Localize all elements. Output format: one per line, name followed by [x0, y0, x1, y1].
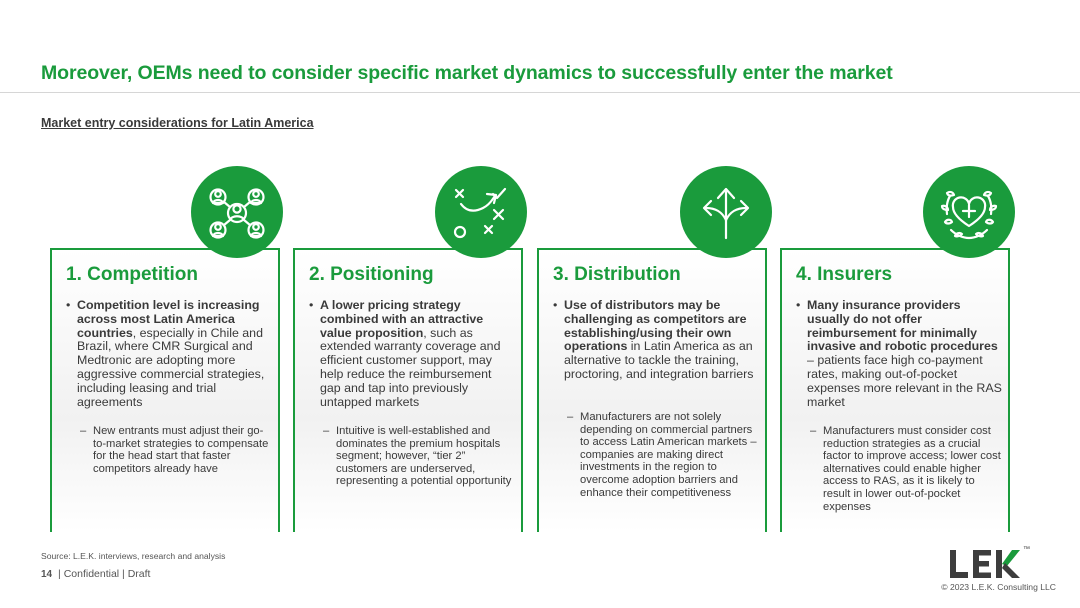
card-title: 1. Competition: [66, 264, 198, 285]
page-title: Moreover, OEMs need to consider specific…: [41, 62, 893, 84]
card-bullet: Many insurance providers usually do not …: [796, 298, 1002, 409]
lek-logo: ™: [950, 546, 1035, 580]
card-insurers: 4. Insurers Many insurance providers usu…: [780, 248, 1010, 532]
bullet-bold-text: Many insurance providers usually do not …: [807, 298, 998, 354]
heart-laurel-icon: [923, 166, 1015, 258]
page-subtitle: Market entry considerations for Latin Am…: [41, 116, 314, 130]
page-number: 14: [41, 569, 53, 580]
diverging-arrows-icon: [680, 166, 772, 258]
bullet-text: – patients face high co-payment rates, m…: [807, 353, 1002, 409]
bullet-bold-text: Competition level is increasing across m…: [77, 298, 260, 340]
source-note: Source: L.E.K. interviews, research and …: [41, 551, 226, 561]
card-bullet: Competition level is increasing across m…: [66, 298, 272, 409]
card-sub-bullet: Manufacturers are not solely depending o…: [567, 411, 759, 499]
card-sub-bullet: Manufacturers must consider cost reducti…: [810, 425, 1002, 513]
card-bullet: Use of distributors may be challenging a…: [553, 298, 759, 382]
bullet-bold-text: A lower pricing strategy combined with a…: [320, 298, 484, 340]
confidential-label: | Confidential | Draft: [58, 568, 151, 580]
bullet-text: in Latin America as an alternative to ta…: [564, 339, 754, 381]
people-network-icon: [191, 166, 283, 258]
card-distribution: 3. Distribution Use of distributors may …: [537, 248, 767, 532]
card-title: 3. Distribution: [553, 264, 681, 285]
card-bullet: A lower pricing strategy combined with a…: [309, 298, 515, 409]
card-title: 4. Insurers: [796, 264, 893, 285]
trademark-symbol: ™: [1023, 546, 1030, 553]
card-competition: 1. Competition Competition level is incr…: [50, 248, 280, 532]
card-positioning: 2. Positioning A lower pricing strategy …: [293, 248, 523, 532]
bullet-bold-text: Use of distributors may be challenging a…: [564, 298, 747, 354]
title-divider: [0, 92, 1080, 93]
card-sub-bullet: New entrants must adjust their go-to-mar…: [80, 425, 272, 475]
bullet-text: , such as extended warranty coverage and…: [320, 325, 501, 409]
card-sub-bullet: Intuitive is well-established and domina…: [323, 425, 515, 488]
bullet-text: , especially in Chile and Brazil, where …: [77, 325, 265, 409]
card-title: 2. Positioning: [309, 264, 434, 285]
copyright: © 2023 L.E.K. Consulting LLC: [941, 582, 1056, 592]
strategy-play-icon: [435, 166, 527, 258]
footer-info: 14 | Confidential | Draft: [41, 568, 150, 580]
